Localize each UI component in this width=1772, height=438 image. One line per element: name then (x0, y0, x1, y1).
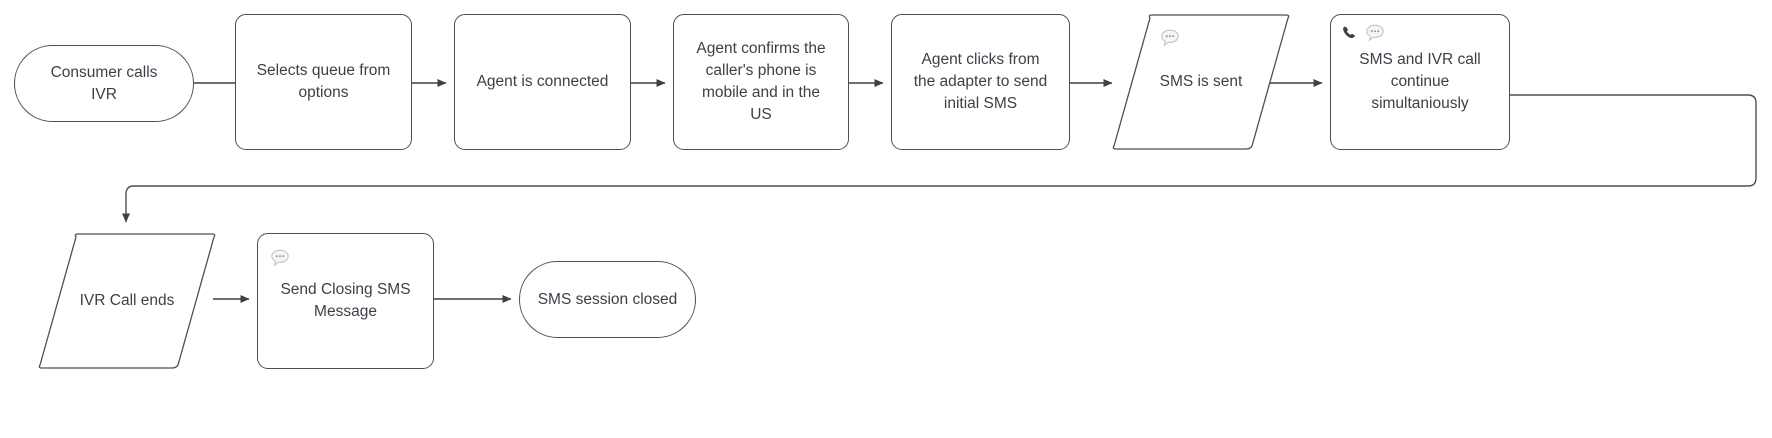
phone-icon (1340, 24, 1358, 42)
node-label: Agent confirms the caller's phone is mob… (696, 40, 826, 123)
node-label: Agent clicks from the adapter to send in… (913, 51, 1048, 112)
node-agent-clicks-adapter[interactable]: Agent clicks from the adapter to send in… (891, 14, 1070, 150)
node-label: IVR Call ends (79, 292, 175, 309)
node-label: Send Closing SMS Message (280, 281, 411, 320)
node-agent-connected[interactable]: Agent is connected (454, 14, 631, 150)
parallelogram-outline (38, 233, 216, 369)
node-label: SMS session closed (537, 290, 678, 308)
node-selects-queue[interactable]: Selects queue from options (235, 14, 412, 150)
message-bubble-icon (1365, 23, 1385, 43)
node-sms-and-ivr-continue[interactable]: SMS and IVR call continue simultaniously (1330, 14, 1510, 150)
node-label: SMS is sent (1159, 73, 1243, 90)
message-bubble-icon (1160, 28, 1180, 48)
node-sms-session-closed[interactable]: SMS session closed (519, 261, 696, 338)
node-consumer-calls-ivr[interactable]: Consumer calls IVR (14, 45, 194, 122)
node-label: Agent is connected (476, 73, 609, 90)
node-ivr-call-ends[interactable]: IVR Call ends (38, 233, 216, 369)
node-agent-confirms-phone[interactable]: Agent confirms the caller's phone is mob… (673, 14, 849, 150)
node-label: Selects queue from options (256, 62, 391, 101)
node-send-closing-sms[interactable]: Send Closing SMS Message (257, 233, 434, 369)
message-bubble-icon (270, 248, 290, 268)
node-label: SMS and IVR call continue simultaniously (1359, 51, 1481, 112)
node-sms-is-sent[interactable]: SMS is sent (1112, 14, 1290, 150)
node-label: Consumer calls IVR (50, 63, 158, 103)
